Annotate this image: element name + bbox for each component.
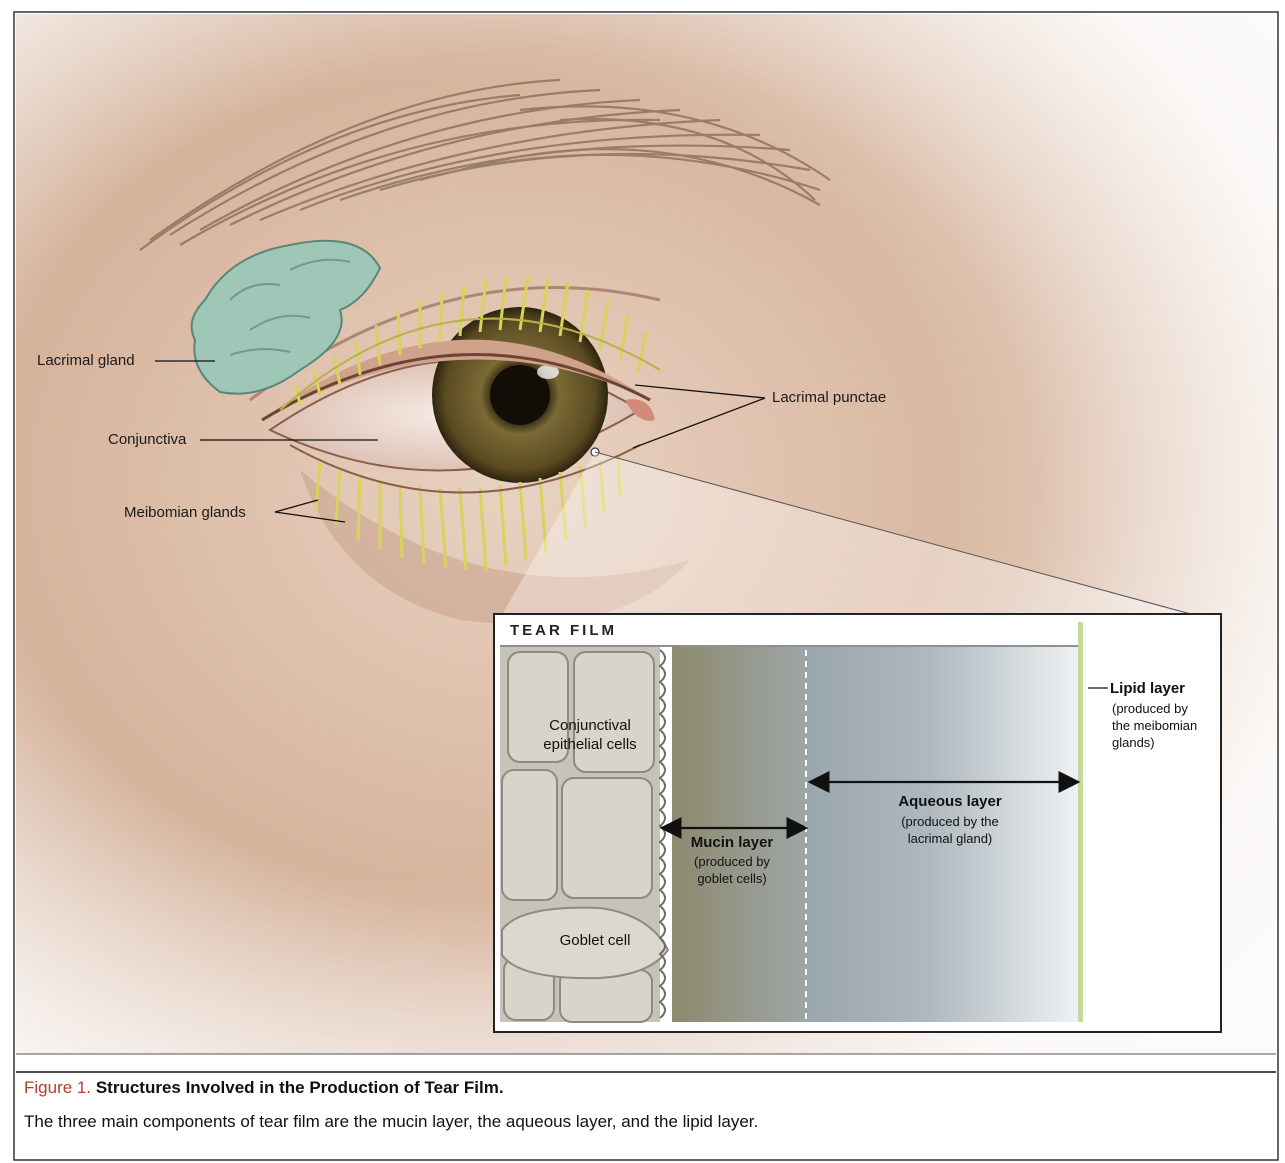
label-lipid-source: (produced by the meibomian glands) (1112, 700, 1216, 751)
label-meibomian-glands: Meibomian glands (124, 504, 246, 521)
label-conjunctival-cells: Conjunctival epithelial cells (520, 716, 660, 754)
label-aqueous-source: (produced by the lacrimal gland) (870, 813, 1030, 847)
label-mucin-source: (produced by goblet cells) (672, 853, 792, 887)
label-conjunctiva: Conjunctiva (108, 431, 186, 448)
label-goblet-cell: Goblet cell (545, 931, 645, 950)
figure-title: Structures Involved in the Production of… (96, 1078, 504, 1097)
label-mucin-layer: Mucin layer (672, 833, 792, 852)
label-aqueous-layer: Aqueous layer (870, 792, 1030, 811)
label-conjunctival-cells-line1: Conjunctival (520, 716, 660, 735)
figure-caption-title: Figure 1. Structures Involved in the Pro… (24, 1078, 504, 1098)
label-aqueous-source-line2: lacrimal gland) (870, 830, 1030, 847)
lipid-layer-band (1078, 622, 1083, 1022)
label-aqueous-source-line1: (produced by the (870, 813, 1030, 830)
label-conjunctival-cells-line2: epithelial cells (520, 735, 660, 754)
inset-title: TEAR FILM (510, 622, 617, 639)
label-lipid-layer: Lipid layer (1110, 679, 1210, 698)
figure-number: Figure 1. (24, 1078, 91, 1097)
label-lipid-source-line1: (produced by (1112, 700, 1216, 717)
label-lipid-source-line2: the meibomian (1112, 717, 1216, 734)
label-lacrimal-punctae: Lacrimal punctae (772, 389, 886, 406)
label-mucin-source-line2: goblet cells) (672, 870, 792, 887)
label-lipid-source-line3: glands) (1112, 734, 1216, 751)
tear-film-inset (494, 614, 1221, 1032)
label-lacrimal-gland: Lacrimal gland (37, 352, 135, 369)
figure-caption-text: The three main components of tear film a… (24, 1112, 758, 1132)
label-mucin-source-line1: (produced by (672, 853, 792, 870)
